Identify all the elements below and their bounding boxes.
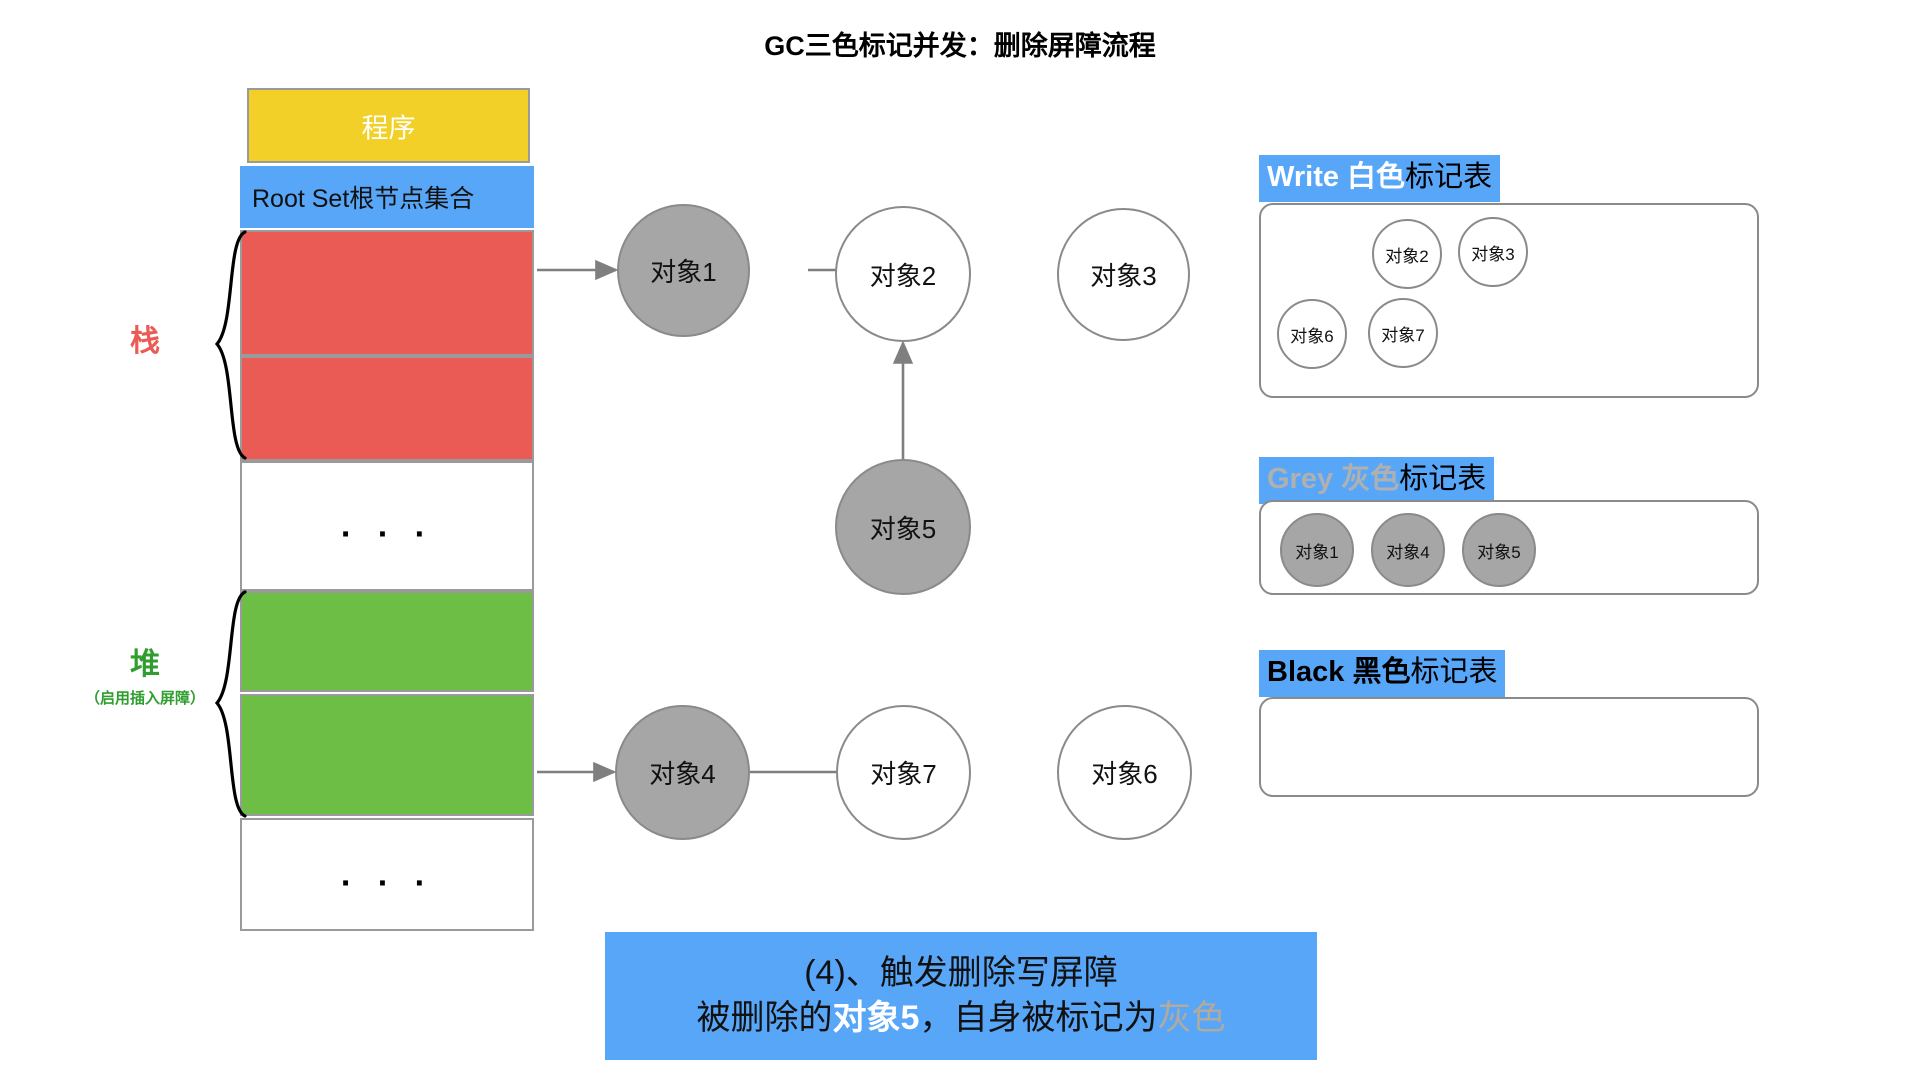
grey-mark-chip-obj4-label: 对象4	[1386, 542, 1430, 562]
graph-node-obj1-label: 对象1	[650, 257, 717, 287]
heap-brace	[214, 590, 247, 818]
black-mark-table-header: Black 黑色标记表	[1259, 650, 1506, 698]
grey-mark-table-header-en: Grey	[1267, 463, 1334, 495]
memory-block-root-set: Root Set根节点集合	[240, 166, 534, 228]
stack-brace	[214, 230, 247, 460]
black-mark-table-header-tail: 标记表	[1410, 656, 1498, 688]
black-mark-table-header-en: Black	[1267, 656, 1345, 688]
white-mark-chip-obj3-label: 对象3	[1471, 244, 1515, 264]
grey-mark-chip-obj5[interactable]: 对象5	[1462, 513, 1536, 587]
memory-block-stack-ellipsis: . . .	[240, 461, 534, 591]
memory-block-heap-1	[240, 591, 534, 692]
graph-node-obj4-label: 对象4	[649, 759, 716, 789]
graph-node-obj6-label: 对象6	[1091, 759, 1158, 789]
graph-node-obj7[interactable]: 对象7	[836, 705, 971, 840]
grey-mark-chip-obj1-label: 对象1	[1295, 542, 1339, 562]
heap-region-sublabel: （启用插入屏障）	[84, 690, 205, 707]
graph-node-obj6[interactable]: 对象6	[1057, 705, 1192, 840]
black-mark-table-body	[1259, 697, 1759, 797]
white-mark-table-header-en: Write	[1267, 161, 1339, 193]
graph-node-obj2-label: 对象2	[869, 260, 937, 291]
white-mark-table-header: Write 白色标记表	[1259, 155, 1501, 203]
memory-block-program: 程序	[247, 88, 530, 163]
stack-region-label-text: 栈	[130, 325, 160, 358]
memory-block-stack-2	[240, 356, 534, 461]
memory-block-heap-2	[240, 694, 534, 816]
white-mark-chip-obj6[interactable]: 对象6	[1277, 299, 1347, 369]
caption-line-2-part1: 被删除的	[696, 999, 833, 1037]
graph-node-obj1[interactable]: 对象1	[617, 204, 750, 337]
white-mark-chip-obj3[interactable]: 对象3	[1458, 217, 1528, 287]
caption-line-2: 被删除的对象5，自身被标记为灰色	[697, 996, 1226, 1041]
grey-mark-chip-obj5-label: 对象5	[1477, 542, 1521, 562]
grey-mark-table-header-tail: 标记表	[1399, 463, 1487, 495]
grey-mark-chip-obj4[interactable]: 对象4	[1371, 513, 1445, 587]
white-mark-table-body: 对象2 对象3 对象6 对象7	[1259, 203, 1759, 398]
white-mark-chip-obj7[interactable]: 对象7	[1368, 298, 1438, 368]
grey-mark-table-body: 对象1 对象4 对象5	[1259, 500, 1759, 595]
memory-block-stack-1	[240, 230, 534, 356]
memory-block-root-set-label: Root Set根节点集合	[252, 185, 475, 213]
graph-node-obj2[interactable]: 对象2	[835, 206, 971, 342]
graph-node-obj3[interactable]: 对象3	[1057, 208, 1190, 341]
memory-block-program-label: 程序	[361, 113, 416, 143]
black-mark-table-header-color: 黑色	[1352, 656, 1411, 688]
white-mark-chip-obj2-label: 对象2	[1385, 246, 1429, 266]
graph-node-obj4[interactable]: 对象4	[615, 705, 750, 840]
caption-line-2-part2: ，自身被标记为	[919, 999, 1158, 1037]
page-title: GC三色标记并发：删除屏障流程	[764, 31, 1156, 61]
memory-ellipsis-heap: . . .	[340, 855, 434, 893]
white-mark-table-header-color: 白色	[1347, 161, 1406, 193]
memory-block-heap-ellipsis: . . .	[240, 818, 534, 931]
stack-region-label: 栈	[90, 325, 200, 358]
heap-region-label: 堆 （启用插入屏障）	[30, 648, 260, 708]
graph-node-obj7-label: 对象7	[870, 759, 937, 789]
white-mark-chip-obj7-label: 对象7	[1381, 325, 1425, 345]
grey-mark-table-header: Grey 灰色标记表	[1259, 457, 1495, 505]
white-mark-chip-obj6-label: 对象6	[1290, 326, 1334, 346]
graph-node-obj5[interactable]: 对象5	[835, 459, 971, 595]
graph-node-obj5-label: 对象5	[869, 513, 937, 544]
heap-region-label-text: 堆	[130, 648, 160, 681]
white-mark-table-header-tail: 标记表	[1405, 161, 1493, 193]
grey-mark-table-header-color: 灰色	[1341, 463, 1400, 495]
caption-line-2-object: 对象5	[832, 999, 920, 1037]
grey-mark-chip-obj1[interactable]: 对象1	[1280, 513, 1354, 587]
caption-box: (4)、触发删除写屏障 被删除的对象5，自身被标记为灰色	[605, 932, 1317, 1060]
caption-line-1: (4)、触发删除写屏障	[804, 954, 1118, 993]
memory-ellipsis-stack: . . .	[340, 506, 434, 545]
caption-line-2-grey: 灰色	[1157, 999, 1226, 1037]
white-mark-chip-obj2[interactable]: 对象2	[1372, 219, 1442, 289]
graph-node-obj3-label: 对象3	[1090, 261, 1157, 291]
